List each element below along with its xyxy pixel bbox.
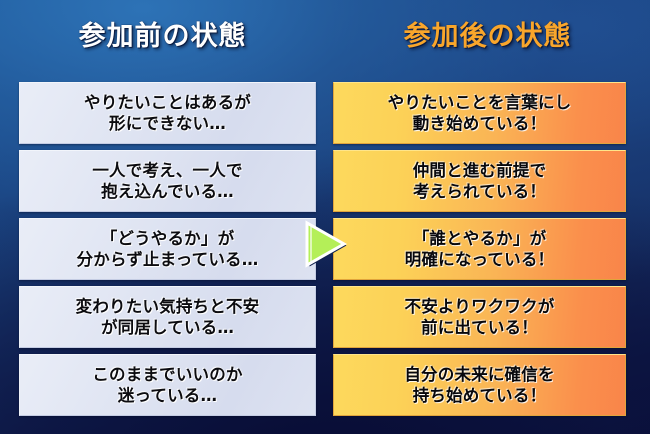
before-card-5-line1: このままでいいのか — [92, 365, 243, 384]
after-card-4-line2: 前に出ている！ — [421, 318, 538, 337]
after-card-2: 仲間と進む前提で 考えられている！ — [333, 150, 626, 212]
after-card-column: やりたいことを言葉にし 動き始めている！ 仲間と進む前提で 考えられている！ 「… — [333, 82, 626, 416]
before-card-2: 一人で考え、一人で 抱え込んでいる… — [19, 150, 316, 212]
before-card-4-line2: が同居している… — [100, 318, 235, 337]
after-card-5: 自分の未来に確信を 持ち始めている！ — [333, 354, 626, 416]
after-card-5-line1: 自分の未来に確信を — [404, 365, 555, 384]
after-card-2-line2: 考えられている！ — [412, 182, 547, 201]
after-card-4: 不安よりワクワクが 前に出ている！ — [333, 286, 626, 348]
before-card-4-line1: 変わりたい気持ちと不安 — [75, 297, 260, 316]
after-card-3-line2: 明確になっている！ — [404, 250, 555, 269]
after-card-3-line1: 「誰とやるか」が — [412, 229, 547, 248]
before-card-3-line1: 「どうやるか」が — [100, 229, 235, 248]
before-card-3-line2: 分からず止まっている… — [76, 250, 259, 269]
before-card-1-line2: 形にできない… — [109, 114, 226, 133]
before-card-column: やりたいことはあるが 形にできない… 一人で考え、一人で 抱え込んでいる… 「ど… — [19, 82, 316, 416]
after-card-4-line1: 不安よりワクワクが — [404, 297, 555, 316]
column-title-before: 参加前の状態 — [78, 21, 247, 52]
column-title-after: 参加後の状態 — [403, 21, 572, 52]
before-card-1-line1: やりたいことはあるが — [84, 93, 251, 112]
after-card-3: 「誰とやるか」が 明確になっている！ — [333, 218, 626, 280]
before-card-4: 変わりたい気持ちと不安 が同居している… — [19, 286, 316, 348]
after-card-1-line1: やりたいことを言葉にし — [387, 93, 572, 112]
before-card-1: やりたいことはあるが 形にできない… — [19, 82, 316, 144]
after-card-1: やりたいことを言葉にし 動き始めている！ — [333, 82, 626, 144]
before-card-3: 「どうやるか」が 分からず止まっている… — [19, 218, 316, 280]
after-card-1-line2: 動き始めている！ — [412, 114, 547, 133]
before-card-5: このままでいいのか 迷っている… — [19, 354, 316, 416]
after-card-5-line2: 持ち始めている！ — [412, 386, 547, 405]
after-card-2-line1: 仲間と進む前提で — [412, 161, 547, 180]
before-card-5-line2: 迷っている… — [117, 386, 218, 405]
before-card-2-line1: 一人で考え、一人で — [92, 161, 243, 180]
before-card-2-line2: 抱え込んでいる… — [101, 182, 234, 201]
